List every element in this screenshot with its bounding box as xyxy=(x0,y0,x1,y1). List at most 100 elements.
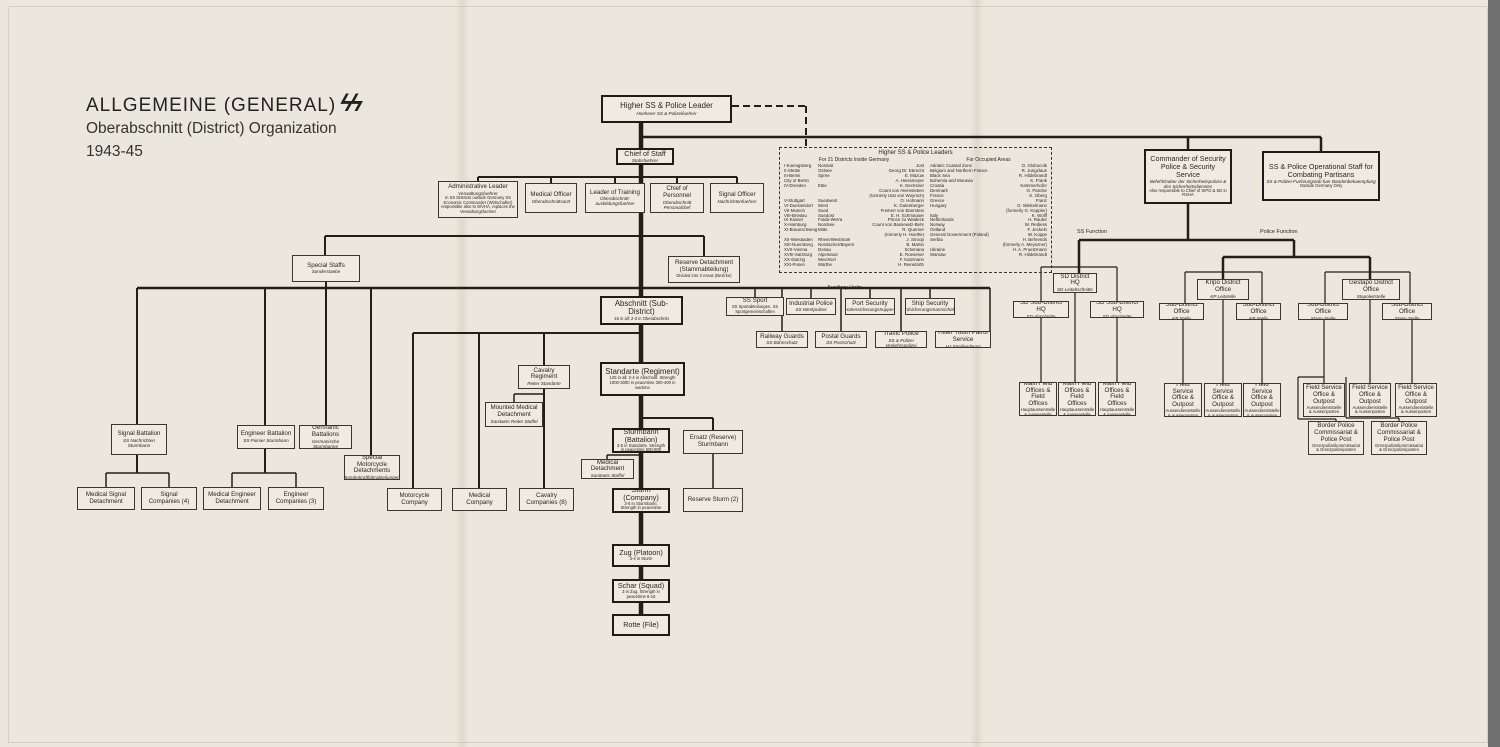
org-box-title: Industrial Police xyxy=(789,299,833,307)
org-box-title: Sturmbann (Battalion) xyxy=(623,428,659,444)
district-codename: Sued xyxy=(818,208,829,213)
leader-name: H. Reinefarth xyxy=(898,262,924,267)
org-box-title: Motorcycle Company xyxy=(399,491,430,506)
org-box-title: Sub-District Office xyxy=(1307,303,1339,315)
area-name: Bohemia and Moravia xyxy=(930,178,973,184)
org-box-title: Signal Companies (4) xyxy=(148,490,190,505)
leader-name: O. Hofmann xyxy=(900,198,924,203)
district-codename: Weichsel xyxy=(818,257,836,262)
district-row: Count von Alvensleben xyxy=(784,189,924,194)
org-box-title: Cavalry Regiment xyxy=(530,366,558,381)
org-box-title: Signal Officer xyxy=(718,191,756,199)
leader-name: R. Jungclaus xyxy=(1021,168,1047,174)
org-box-title: Reserve Sturm (2) xyxy=(687,495,739,503)
district-codename: Rhein/Westmark xyxy=(818,238,851,243)
sheet-frame xyxy=(8,6,1488,743)
leader-name: H. A. Pruetzmann xyxy=(1012,246,1047,252)
org-box-note: Aussendienststelle & Aussenposten xyxy=(1352,404,1388,415)
area-name: Black Sea xyxy=(930,173,950,179)
org-box-sub: Oberabschnitt-ausbildungsfuehrer xyxy=(595,196,635,207)
org-box-resturm: Reserve Sturm (2) xyxy=(683,488,743,512)
district-codename: Suedost xyxy=(818,213,835,218)
scan-edge xyxy=(1488,0,1500,747)
org-box-title: Chief of Staff xyxy=(624,149,666,159)
org-box-title: Zug (Platoon) xyxy=(619,548,663,558)
org-box-title: Main Field Offices & Field Offices xyxy=(1102,382,1132,408)
occupied-area-row: Ukraine H. A. Pruetzmann xyxy=(930,246,1047,253)
org-box-note: 45 in all; 2-3 in Oberabschnitt xyxy=(614,315,669,321)
leader-name: Kammerhofer xyxy=(1020,183,1047,188)
leader-name: Franz xyxy=(1035,197,1047,203)
district-name: VI-Duesseldorf xyxy=(784,203,814,208)
ss-function-label: SS Function xyxy=(1077,229,1107,235)
leader-name: E. H. Schmauser xyxy=(890,213,924,218)
org-box-note: Aussendienststelle & Aussenposten xyxy=(1165,408,1201,417)
org-box-sub: Oberabschnitt Personalchef xyxy=(662,199,692,210)
org-box-title: Signal Battalion xyxy=(117,430,161,438)
leader-name: (formerly H. Hoeffle) xyxy=(884,233,924,238)
district-name: City of Berlin xyxy=(784,179,809,184)
org-box-motoco: Motorcycle Company xyxy=(387,488,442,511)
org-box-title: Main Field Offices & Field Offices xyxy=(1062,382,1092,408)
district-codename: Donau xyxy=(818,247,831,252)
district-name: III-Berlin xyxy=(784,174,801,179)
org-box-title: SD Sub-District HQ xyxy=(1095,301,1139,313)
org-box-sub: SS Pionier Sturmbann xyxy=(243,437,289,443)
org-box-sub: KP Stelle xyxy=(1249,315,1268,320)
org-box-sub: Reiter Standarte xyxy=(527,381,561,387)
district-row: (formerly Udo von Woyrsch) xyxy=(784,194,924,199)
org-box-title: Gestapo District Office xyxy=(1348,279,1393,293)
org-box-title: Ship Security xyxy=(911,299,949,307)
org-box-title: Sub-District Office xyxy=(1242,303,1275,315)
district-row: (formerly H. Hoeffle) xyxy=(784,233,924,238)
auxiliary-units-label: Auxiliary Units xyxy=(827,285,862,291)
org-box-note: 125 in all; 2-4 in Abschnitt. Strength 1… xyxy=(609,375,676,390)
org-box-title: Special Staffs xyxy=(307,261,345,269)
district-name: VII-Munich xyxy=(784,208,805,213)
chart-title: ALLGEMEINE (GENERAL)ϟϟ Oberabschnitt (Di… xyxy=(86,90,363,161)
area-name: Ukraine xyxy=(930,246,946,252)
list-heading: Higher SS & Police Leaders xyxy=(878,150,953,156)
org-box-csp: Commander of Security Police & Security … xyxy=(1144,149,1232,204)
leader-name: (formerly A. Meyszner) xyxy=(1002,242,1047,248)
org-box-engcos: Engineer Companies (3) xyxy=(268,487,324,510)
org-box-cavcos: Cavalry Companies (8) xyxy=(519,488,574,511)
district-name: V-Stuttgart xyxy=(784,198,805,203)
area-name: Denmark xyxy=(930,187,948,193)
org-box-ops: SS & Police Operational Staff for Combat… xyxy=(1262,151,1380,201)
district-codename: Elbe xyxy=(818,184,827,188)
org-box-title: Standarte (Regiment) xyxy=(605,366,680,376)
occupied-areas-column: For Occupied Areas Adriatic Coastal Zone… xyxy=(930,156,1047,268)
org-box-border2: Border Police Commissariat & Police Post… xyxy=(1371,421,1427,455)
org-box-sub: SD Abschnitte xyxy=(1102,313,1132,318)
org-box-title: Administrative Leader xyxy=(448,183,508,191)
district-name: XIII-Nuernberg xyxy=(784,243,813,248)
area-name: Norway xyxy=(930,222,945,228)
org-box-title: Mounted Medical Detachment xyxy=(490,404,538,418)
district-codename: Nordost xyxy=(818,164,834,169)
paper-fold xyxy=(970,0,984,747)
org-box-zug: Zug (Platoon)3-4 in Sturm xyxy=(612,544,670,567)
occupied-heading: For Occupied Areas xyxy=(966,156,1011,163)
org-box-sub: Sonderstaebe xyxy=(311,269,341,275)
